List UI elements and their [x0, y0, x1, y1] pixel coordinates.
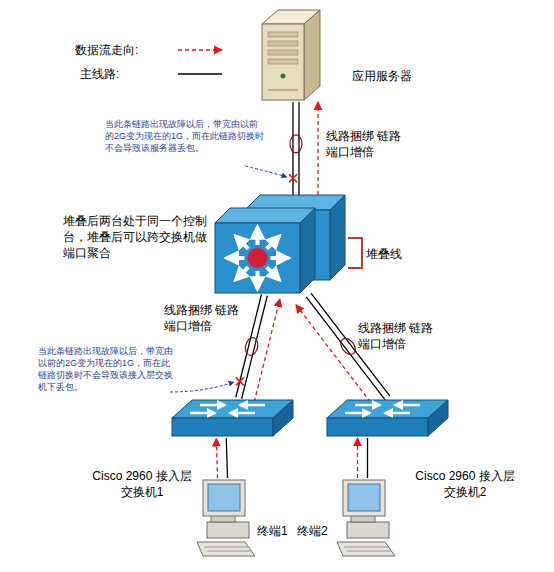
link-label: 线路捆绑 链路端口增倍	[358, 320, 438, 352]
device-label: 应用服务器	[352, 68, 412, 84]
access-switch-node: Cisco 2960 接入层交换机1	[170, 398, 295, 438]
legend-text: 主线路:	[80, 66, 119, 82]
note-leader	[170, 382, 234, 392]
link-connector	[216, 438, 227, 478]
core-switch-node: 堆叠后两台处于同一个控制台，堆叠后可以跨交换机做端口聚合	[215, 195, 345, 295]
access-switch-node: Cisco 2960 接入层交换机2	[325, 398, 450, 438]
note-leader	[245, 166, 287, 177]
device-label: 终端1	[257, 523, 288, 539]
terminal-icon	[335, 478, 400, 558]
stack-bracket	[348, 238, 362, 268]
link-connector	[358, 438, 368, 478]
core-switch-icon	[215, 195, 345, 295]
link-label: 线路捆绑 链路端口增倍	[164, 302, 244, 334]
server-icon	[248, 2, 328, 102]
terminal-icon	[195, 478, 260, 558]
device-label: Cisco 2960 接入层交换机2	[415, 468, 515, 500]
stack-cable-label: 堆叠线	[366, 246, 402, 262]
link-connector	[289, 102, 318, 195]
legend-flow-sample	[178, 49, 222, 50]
access-switch-icon	[170, 398, 295, 438]
legend-text: 数据流走向:	[75, 42, 138, 58]
link-label: 线路捆绑 链路端口增倍	[326, 128, 406, 160]
failure-note: 当此条链路出现故障以后，带宽由以前的2G变为现在的1G，而在此链路切换时不会导致…	[105, 118, 265, 154]
device-label: 堆叠后两台处于同一个控制台，堆叠后可以跨交换机做端口聚合	[63, 213, 211, 262]
server-node: 应用服务器	[248, 2, 328, 102]
device-label: 终端2	[297, 523, 328, 539]
terminal-node: 终端1	[195, 478, 260, 558]
legend-line-sample	[178, 73, 222, 74]
failure-note: 当此条链路出现故障以后，带宽由以前的2G变为现在的1G，而在此链路切换时不会导致…	[38, 345, 178, 394]
terminal-node: 终端2	[335, 478, 400, 558]
device-label: Cisco 2960 接入层交换机1	[92, 468, 192, 500]
access-switch-icon	[325, 398, 450, 438]
